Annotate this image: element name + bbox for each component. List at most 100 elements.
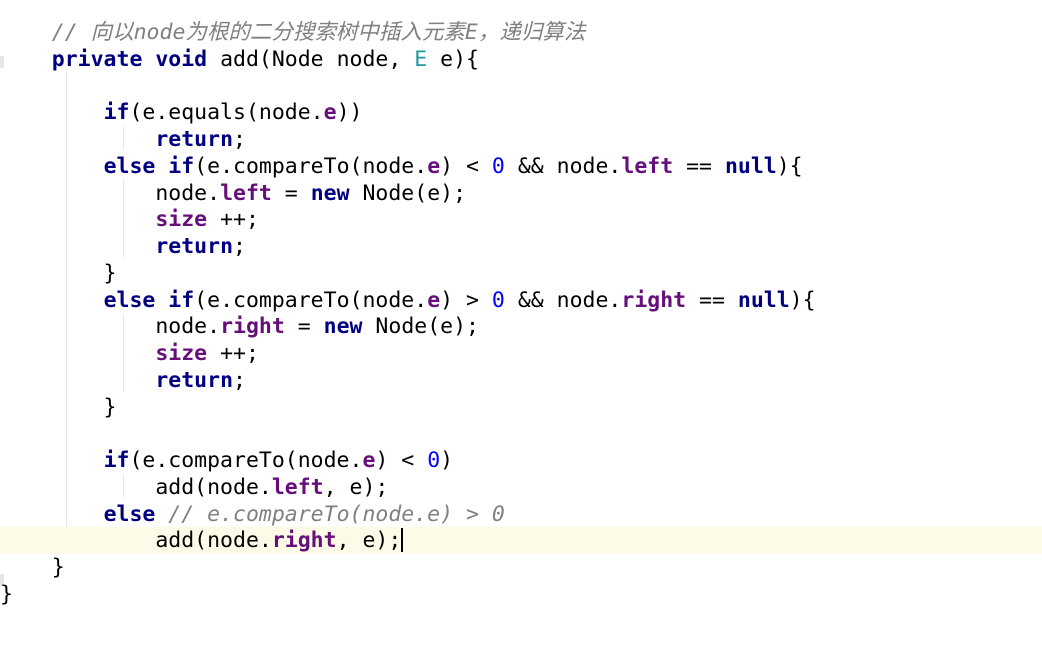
code-token: ++; <box>207 341 259 366</box>
code-token: ) > <box>440 288 492 313</box>
code-token: = <box>271 181 311 206</box>
code-token: (e.equals(node. <box>129 100 324 125</box>
code-line[interactable]: } <box>0 260 1042 287</box>
code-token <box>0 100 104 125</box>
indent-guide <box>66 72 67 550</box>
code-line[interactable]: return; <box>0 367 1042 394</box>
code-line[interactable]: size ++; <box>0 340 1042 367</box>
code-token: == <box>673 154 725 179</box>
code-line[interactable]: node.right = new Node(e); <box>0 313 1042 340</box>
code-token <box>0 502 104 527</box>
code-token: ++; <box>207 207 259 232</box>
code-token: } <box>0 395 117 420</box>
code-token <box>0 234 155 259</box>
code-token: E <box>414 47 428 72</box>
code-token: 0 <box>427 448 441 473</box>
code-line[interactable]: return; <box>0 126 1042 153</box>
indent-guide <box>123 314 124 392</box>
code-token <box>142 47 155 72</box>
code-line[interactable]: else if(e.compareTo(node.e) > 0 && node.… <box>0 287 1042 314</box>
code-token: = <box>284 314 324 339</box>
code-token <box>0 368 155 393</box>
code-token: } <box>0 555 65 580</box>
code-token: add(node. <box>0 475 272 500</box>
code-token: ; <box>233 234 246 259</box>
fold-marker[interactable] <box>0 56 4 68</box>
fold-marker[interactable] <box>0 574 4 586</box>
code-token: node. <box>0 181 221 206</box>
code-token: ){ <box>789 288 816 313</box>
code-token: // 向以 <box>0 20 134 45</box>
code-token: && node. <box>504 154 622 179</box>
code-token: e <box>427 288 441 313</box>
code-token: else <box>103 288 156 313</box>
indent-guide <box>123 126 124 150</box>
code-token <box>0 207 155 232</box>
code-token: // e.compareTo(node.e) > 0 <box>168 502 505 527</box>
code-token: add(node. <box>0 528 272 553</box>
code-token: if <box>168 154 195 179</box>
code-token: 0 <box>491 288 505 313</box>
code-token <box>0 47 52 72</box>
code-token: null <box>724 154 777 179</box>
code-token: Node(e); <box>349 181 467 206</box>
code-line[interactable] <box>0 420 1042 447</box>
code-token: && node. <box>504 288 622 313</box>
code-token: ; <box>233 127 246 152</box>
code-token <box>0 127 155 152</box>
code-token: } <box>0 261 117 286</box>
code-line[interactable]: private void add(Node node, E e){ <box>0 46 1042 73</box>
code-token: right <box>621 288 687 313</box>
code-token: ){ <box>776 154 803 179</box>
code-token <box>155 154 168 179</box>
code-token: } <box>0 582 13 607</box>
code-token: else <box>103 502 156 527</box>
code-token <box>0 154 104 179</box>
code-token: ) < <box>440 154 492 179</box>
code-line[interactable]: } <box>0 394 1042 421</box>
code-token: left <box>271 475 324 500</box>
code-token <box>155 288 168 313</box>
code-line[interactable]: add(node.left, e); <box>0 474 1042 501</box>
code-token: if <box>103 448 130 473</box>
text-caret <box>401 528 404 552</box>
code-token: void <box>155 47 208 72</box>
code-token: ) <box>440 448 454 473</box>
code-token: == <box>686 288 738 313</box>
code-token: (e.compareTo(node. <box>194 288 428 313</box>
code-line[interactable]: else // e.compareTo(node.e) > 0 <box>0 501 1042 528</box>
code-line[interactable]: return; <box>0 233 1042 260</box>
code-line[interactable]: size ++; <box>0 206 1042 233</box>
code-token <box>0 288 104 313</box>
code-token: right <box>271 528 337 553</box>
code-line[interactable]: } <box>0 581 1042 608</box>
code-token: ; <box>233 368 246 393</box>
code-token: if <box>168 288 195 313</box>
code-token: node <box>133 20 186 45</box>
code-token <box>0 341 155 366</box>
code-token: size <box>155 341 208 366</box>
code-token: left <box>621 154 674 179</box>
indent-guide <box>123 474 124 498</box>
code-token: add(Node node, <box>207 47 415 72</box>
code-line[interactable]: if(e.compareTo(node.e) < 0) <box>0 447 1042 474</box>
code-line[interactable]: add(node.right, e); <box>0 527 1042 554</box>
code-token: 0 <box>491 154 505 179</box>
code-token: private <box>51 47 143 72</box>
code-token: if <box>103 100 130 125</box>
code-token: , e); <box>323 475 389 500</box>
code-line[interactable] <box>0 73 1042 100</box>
code-token: E <box>464 20 478 45</box>
code-token: (e.compareTo(node. <box>194 154 428 179</box>
code-token <box>0 448 104 473</box>
code-line[interactable]: if(e.equals(node.e)) <box>0 99 1042 126</box>
code-line[interactable]: node.left = new Node(e); <box>0 180 1042 207</box>
code-line[interactable]: // 向以node为根的二分搜索树中插入元素E，递归算法 <box>0 19 1042 46</box>
code-line[interactable]: } <box>0 554 1042 581</box>
code-token: return <box>155 368 234 393</box>
code-token: return <box>155 234 234 259</box>
code-line[interactable]: else if(e.compareTo(node.e) < 0 && node.… <box>0 153 1042 180</box>
code-token: new <box>323 314 363 339</box>
code-token: else <box>103 154 156 179</box>
